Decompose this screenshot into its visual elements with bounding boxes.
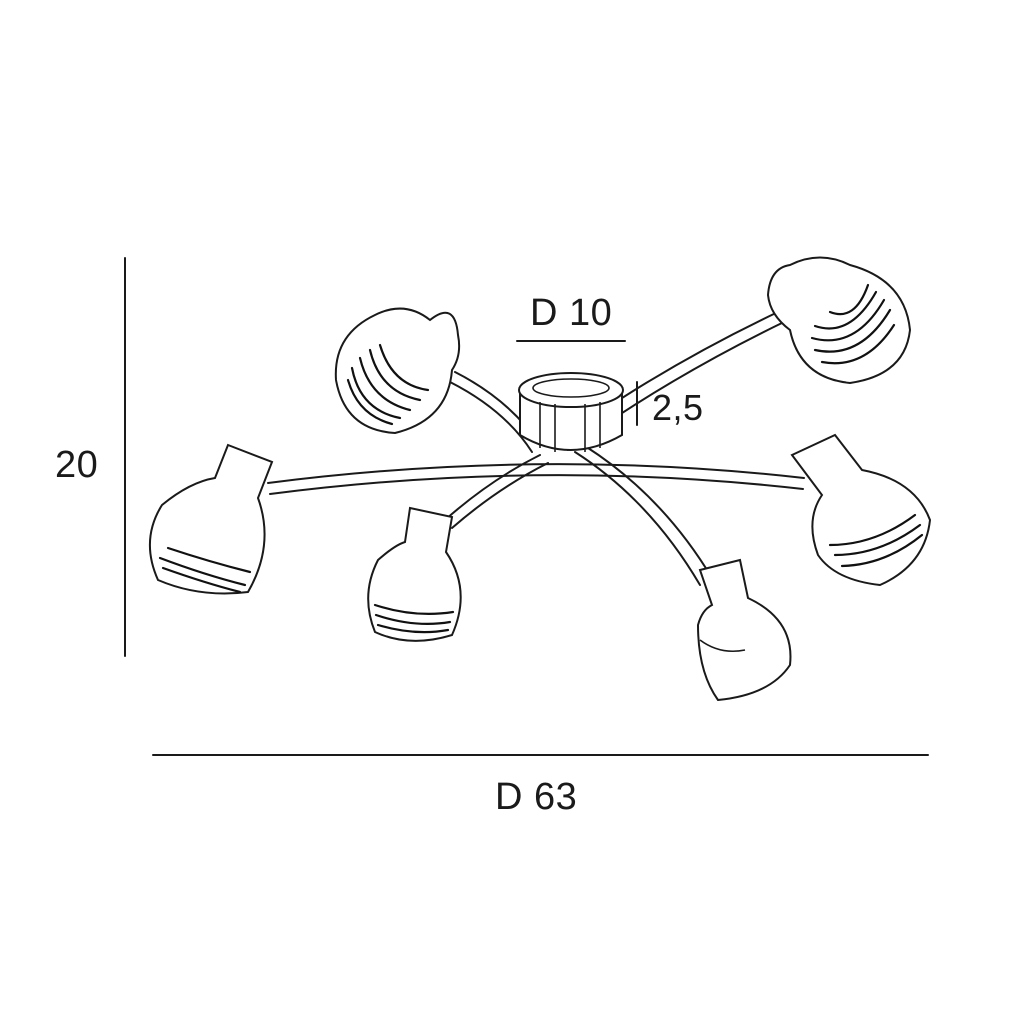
base-height-label: 2,5: [652, 387, 704, 428]
base-diameter-label: D 10: [530, 292, 613, 334]
shade-center-left: [367, 506, 462, 642]
shade-top-right: [766, 256, 912, 385]
shade-right: [790, 433, 932, 587]
shade-top-left: [334, 307, 461, 435]
lamp-arms: [267, 311, 805, 586]
shade-bottom-right: [696, 558, 792, 702]
shade-left: [149, 443, 274, 595]
ceiling-base: [518, 372, 624, 452]
height-dimension-label: 20: [55, 444, 99, 486]
width-dimension-label: D 63: [495, 776, 578, 818]
